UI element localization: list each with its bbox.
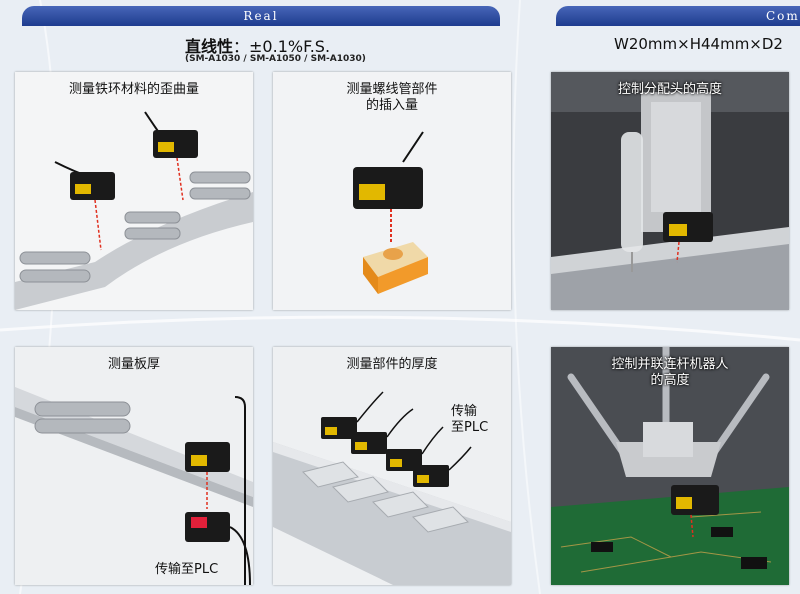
panel-ring-distortion: 测量铁环材料的歪曲量 — [15, 72, 253, 310]
plate-illustration — [15, 347, 253, 585]
linearity-label: 直线性 — [185, 37, 234, 56]
panel-caption: 测量螺线管部件 的插入量 — [346, 82, 438, 113]
panel-dispenser-height: 控制分配头的高度 — [551, 72, 789, 310]
ring-distortion-illustration — [15, 72, 253, 310]
banner-compact: Com — [556, 6, 800, 26]
plc-note: 传输 至PLC — [451, 404, 489, 435]
panel-caption: 控制并联连杆机器人 的高度 — [611, 357, 729, 388]
robot-illustration — [551, 347, 789, 585]
panel-parallel-robot-height: 控制并联连杆机器人 的高度 — [551, 347, 789, 585]
panel-caption: 测量铁环材料的歪曲量 — [68, 82, 199, 97]
panel-caption: 控制分配头的高度 — [617, 82, 722, 97]
banner-real: Real — [22, 6, 500, 26]
dispenser-illustration — [551, 72, 789, 310]
panel-plate-thickness: 测量板厚 传输至PLC — [15, 347, 253, 585]
dimension-spec: W20mm×H44mm×D2 — [614, 35, 783, 53]
model-list: (SM-A1030 / SM-A1050 / SM-A1030) — [185, 54, 366, 64]
linearity-value: ：±0.1%F.S. — [233, 37, 331, 56]
linearity-spec: 直线性：±0.1%F.S. — [185, 33, 330, 57]
solenoid-illustration — [273, 72, 511, 310]
parts-illustration — [273, 347, 511, 585]
panel-solenoid-insertion: 测量螺线管部件 的插入量 — [273, 72, 511, 310]
panel-part-thickness: 测量部件的厚度 传输 至PLC — [273, 347, 511, 585]
panel-caption: 测量板厚 — [107, 357, 160, 372]
panel-caption: 测量部件的厚度 — [346, 357, 438, 372]
plc-note: 传输至PLC — [155, 562, 219, 577]
